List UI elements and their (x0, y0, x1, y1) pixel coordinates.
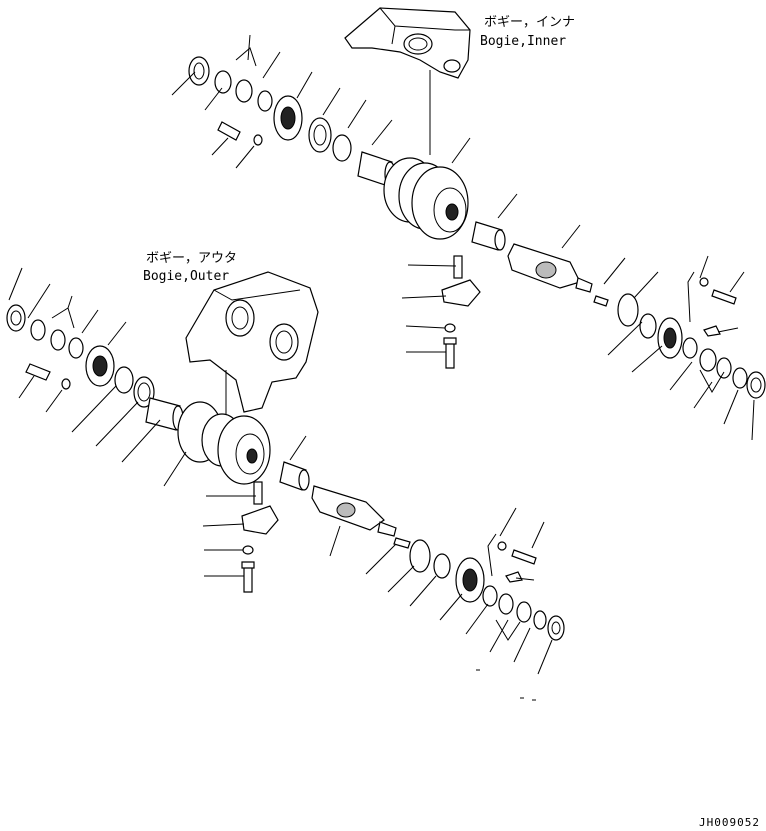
inner-left-seal-set (188, 47, 273, 112)
outer-left-hub (85, 345, 155, 408)
outer-bushing-left (145, 397, 184, 431)
outer-left-bolt (25, 363, 71, 390)
inner-bogie-label-en: Bogie,Inner (480, 34, 566, 49)
outer-bogie-label-en: Bogie,Outer (143, 269, 229, 284)
outer-roller (177, 401, 271, 485)
inner-bogie-body (344, 7, 471, 155)
outer-leader-lines (8, 267, 553, 701)
outer-right-seal-set (393, 533, 565, 641)
inner-keeper (441, 255, 481, 369)
drawing-code: JH009052 (699, 816, 760, 829)
inner-shaft (507, 243, 593, 293)
outer-bogie-body (185, 271, 319, 420)
inner-bushing-right (471, 221, 506, 251)
outer-bushing-right (279, 461, 310, 491)
inner-left-hub (273, 95, 352, 162)
outer-shaft (311, 485, 397, 537)
inner-bogie-label-jp: ボギー，インナ (484, 15, 575, 30)
inner-leader-lines (171, 34, 755, 441)
inner-left-bolt (217, 121, 263, 146)
inner-right-seal-set (593, 271, 766, 399)
outer-keeper (241, 481, 279, 593)
inner-roller (383, 157, 469, 240)
outer-bogie-label-jp: ボギー，アウタ (146, 251, 237, 266)
outer-left-seal-set (6, 304, 84, 359)
